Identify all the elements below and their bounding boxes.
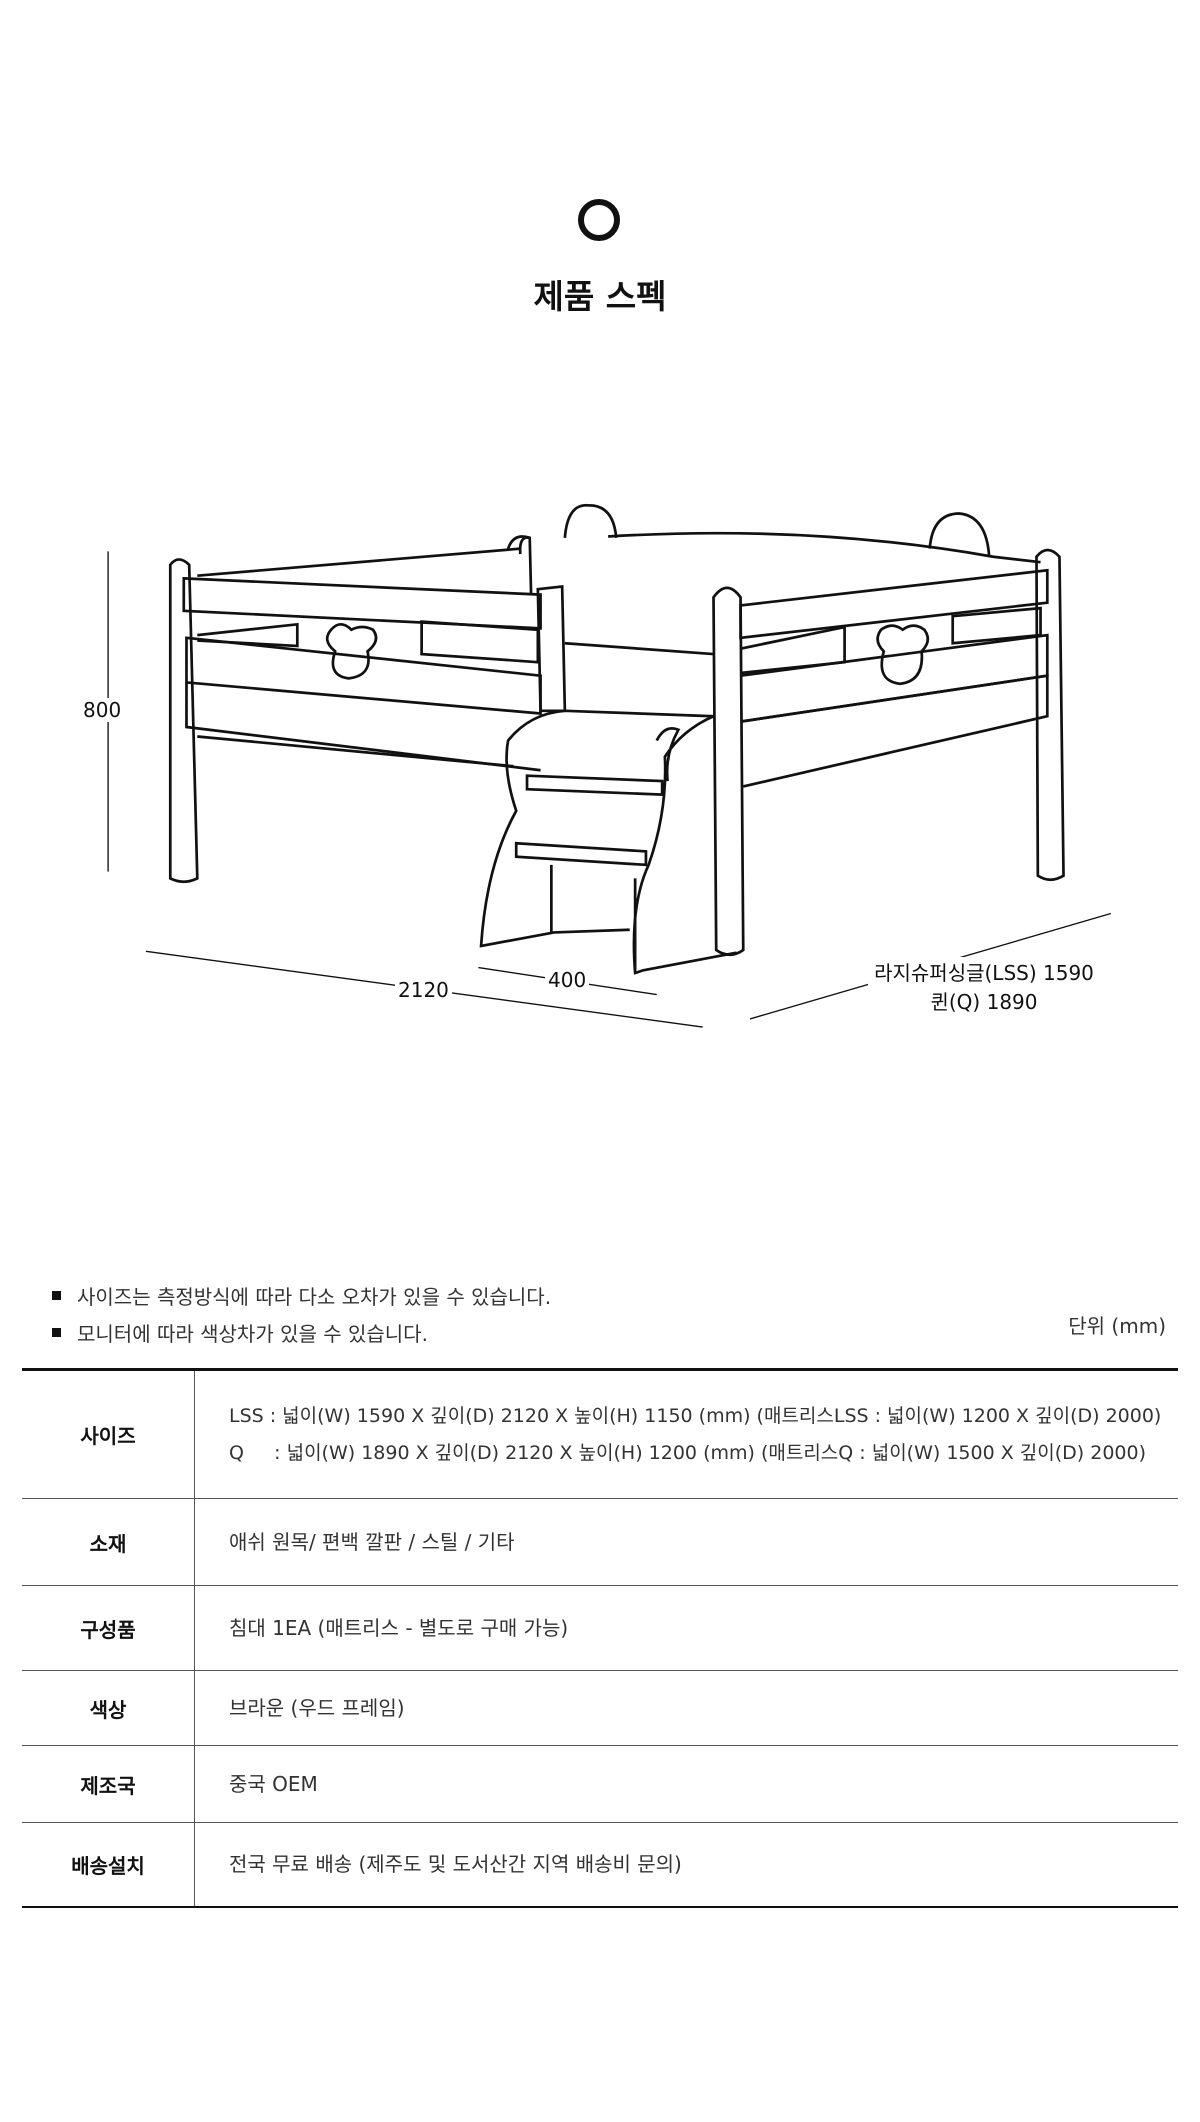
spec-label: 소재 xyxy=(22,1498,195,1586)
spec-value-line: Q : 넓이(W) 1890 X 깊이(D) 2120 X 높이(H) 1200… xyxy=(229,1441,1146,1464)
bullet-square-icon xyxy=(52,1291,61,1300)
dimension-lines xyxy=(107,551,1112,1028)
note-item: 사이즈는 측정방식에 따라 다소 오차가 있을 수 있습니다. xyxy=(52,1277,551,1314)
spec-value: 침대 1EA (매트리스 - 별도로 구매 가능) xyxy=(194,1585,1178,1671)
spec-row-size: 사이즈 LSS : 넓이(W) 1590 X 깊이(D) 2120 X 높이(H… xyxy=(22,1369,1178,1499)
spec-value: LSS : 넓이(W) 1590 X 깊이(D) 2120 X 높이(H) 11… xyxy=(194,1369,1178,1499)
spec-row-color: 색상 브라운 (우드 프레임) xyxy=(22,1670,1178,1746)
depth-dimension-label: 2120 xyxy=(395,978,452,1002)
note-text: 모니터에 따라 색상차가 있을 수 있습니다. xyxy=(77,1322,428,1346)
spec-row-material: 소재 애쉬 원목/ 편백 깔판 / 스틸 / 기타 xyxy=(22,1498,1178,1586)
width-label-q: 퀸(Q) 1890 xyxy=(930,990,1038,1014)
width-label-lss: 라지슈퍼싱글(LSS) 1590 xyxy=(874,961,1094,985)
spec-value: 전국 무료 배송 (제주도 및 도서산간 지역 배송비 문의) xyxy=(229,1851,682,1876)
spec-value: 브라운 (우드 프레임) xyxy=(194,1670,1178,1746)
spec-label: 배송설치 xyxy=(22,1822,195,1907)
width-dimension-label: 라지슈퍼싱글(LSS) 1590 퀸(Q) 1890 xyxy=(868,957,1100,1015)
note-item: 모니터에 따라 색상차가 있을 수 있습니다. xyxy=(52,1314,551,1351)
spec-value-line: LSS : 넓이(W) 1590 X 깊이(D) 2120 X 높이(H) 11… xyxy=(229,1404,1162,1427)
spec-label: 사이즈 xyxy=(22,1369,195,1499)
bullet-square-icon xyxy=(52,1328,61,1337)
bed-dimension-drawing xyxy=(107,503,1112,1028)
spec-row-delivery: 배송설치 전국 무료 배송 (제주도 및 도서산간 지역 배송비 문의) xyxy=(22,1822,1178,1907)
note-text: 사이즈는 측정방식에 따라 다소 오차가 있을 수 있습니다. xyxy=(77,1285,552,1309)
height-dimension-label: 800 xyxy=(80,698,125,722)
spec-row-components: 구성품 침대 1EA (매트리스 - 별도로 구매 가능) xyxy=(22,1585,1178,1671)
spec-row-origin: 제조국 중국 OEM xyxy=(22,1745,1178,1823)
spec-label: 구성품 xyxy=(22,1585,195,1671)
spec-value: 애쉬 원목/ 편백 깔판 / 스틸 / 기타 xyxy=(194,1498,1178,1586)
spec-label: 색상 xyxy=(22,1670,195,1746)
step-dimension-label: 400 xyxy=(545,968,590,992)
notes-list: 사이즈는 측정방식에 따라 다소 오차가 있을 수 있습니다. 모니터에 따라 … xyxy=(52,1277,551,1351)
spec-value: 중국 OEM xyxy=(194,1745,1178,1823)
unit-label: 단위 (mm) xyxy=(1068,1314,1166,1338)
spec-label: 제조국 xyxy=(22,1745,195,1823)
bed-frame xyxy=(168,503,1065,975)
spec-table: 사이즈 LSS : 넓이(W) 1590 X 깊이(D) 2120 X 높이(H… xyxy=(22,1368,1178,1908)
section-marker-circle xyxy=(578,199,620,241)
page-title: 제품 스펙 xyxy=(533,277,667,316)
